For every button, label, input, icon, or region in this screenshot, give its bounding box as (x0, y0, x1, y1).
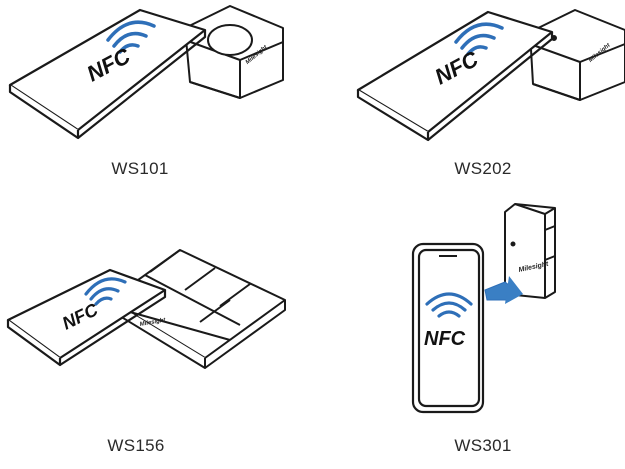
ws301-nfc-label: NFC (424, 328, 466, 350)
ws101-illustration: Milesight NFC (8, 5, 284, 140)
ws156-phone (6, 268, 167, 367)
ws301-phone (411, 242, 485, 414)
caption-ws156: WS156 (107, 436, 165, 455)
ws202-device (529, 9, 625, 101)
caption-ws101: WS101 (111, 159, 169, 178)
nfc-waves-icon (425, 292, 473, 318)
nfc-waves-icon (454, 22, 504, 56)
caption-ws202: WS202 (454, 159, 512, 178)
ws156-brand: Milesight (139, 317, 167, 328)
ws301-illustration: Milesight NFC (411, 203, 556, 414)
ws202-phone (356, 10, 554, 142)
nfc-waves-icon (84, 277, 127, 306)
ws301-device (504, 203, 556, 299)
ws101-device (184, 5, 284, 99)
arrow-right-icon (484, 276, 523, 304)
nfc-waves-icon (106, 20, 156, 54)
ws101-phone (8, 8, 207, 140)
ws202-illustration: Milesight NFC (356, 9, 625, 142)
ws156-illustration: Milesight NFC (6, 249, 286, 369)
caption-ws301: WS301 (454, 436, 512, 455)
